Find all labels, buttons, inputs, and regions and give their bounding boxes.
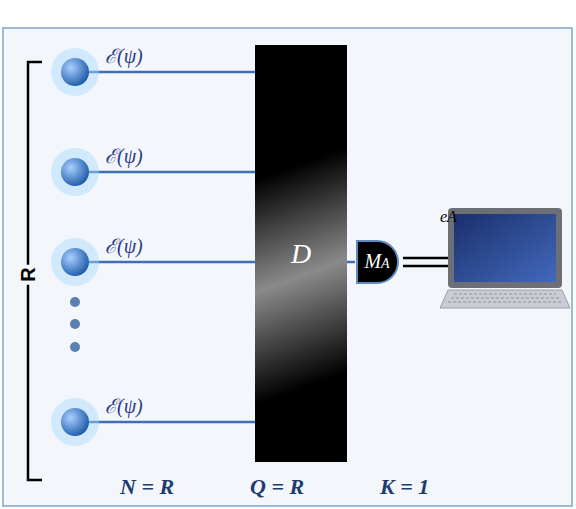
wire: [89, 72, 255, 73]
keyboard-base: [440, 290, 570, 308]
state-label: ℰ(ψ): [105, 142, 143, 169]
quantum-wire: [89, 171, 255, 174]
wire: [403, 258, 448, 266]
sphere-node: ℰ(ψ): [45, 232, 170, 292]
glow: [51, 238, 99, 286]
meter-node: MA: [355, 239, 405, 285]
sphere: [61, 248, 89, 276]
sphere-node: ℰ(ψ): [45, 392, 170, 452]
wire: [89, 172, 255, 173]
wire: [89, 262, 255, 263]
classical-wire: [403, 257, 448, 260]
bracket-label: R: [15, 264, 40, 284]
parameter-label: Q = R: [250, 474, 304, 500]
ellipsis-dot: [70, 297, 80, 307]
panel: [3, 28, 572, 506]
screen-frame: [448, 208, 562, 288]
sphere: [61, 408, 89, 436]
ellipsis-dot: [70, 342, 80, 352]
quantum-wire: [347, 261, 355, 264]
keys: [448, 302, 562, 303]
ellipsis-dot: [70, 319, 80, 329]
wire: [89, 422, 255, 423]
screen: [454, 214, 556, 282]
sphere: [61, 58, 89, 86]
keys: [451, 298, 559, 299]
screen-label: eA: [440, 208, 570, 226]
sphere-node: ℰ(ψ): [45, 42, 170, 102]
dbox-node: D: [255, 45, 347, 462]
laptop-node: eA: [440, 208, 570, 313]
classical-wire: [403, 265, 448, 268]
laptop-shape: [440, 208, 570, 313]
parameter-label: N = R: [120, 474, 174, 500]
glow: [51, 48, 99, 96]
state-label: ℰ(ψ): [105, 42, 143, 69]
glow: [51, 398, 99, 446]
sphere-node: ℰ(ψ): [45, 142, 170, 202]
keys: [454, 294, 556, 295]
sphere: [61, 158, 89, 186]
meter-label: MA: [355, 250, 399, 273]
wire: [347, 262, 355, 263]
glow: [51, 148, 99, 196]
quantum-wire: [89, 71, 255, 74]
channel-label: D: [255, 238, 347, 270]
quantum-wire: [89, 261, 255, 264]
state-label: ℰ(ψ): [105, 232, 143, 259]
parameter-label: K = 1: [380, 474, 429, 500]
quantum-wire: [89, 421, 255, 424]
state-label: ℰ(ψ): [105, 392, 143, 419]
